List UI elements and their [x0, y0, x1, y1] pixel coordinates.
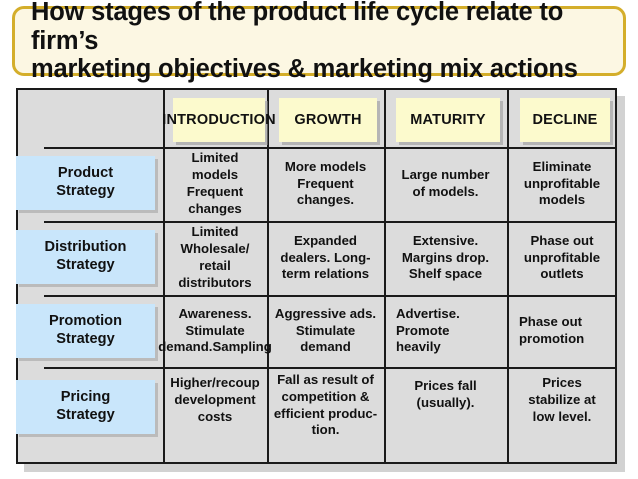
product-life-cycle-matrix: INTRODUCTION GROWTH MATURITY DECLINE Pro… — [16, 88, 617, 464]
row-label-line-2: Strategy — [56, 331, 115, 347]
column-rule-3 — [384, 90, 386, 462]
column-rule-1 — [163, 90, 165, 462]
row-rule-1 — [44, 221, 615, 223]
row-label-pricing-strategy-text: Pricing Strategy — [56, 389, 114, 425]
stage-header-introduction[interactable]: INTRODUCTION — [162, 98, 276, 142]
cell-pricing-maturity: Prices fall(usually). — [386, 369, 505, 449]
row-label-line-2: Strategy — [56, 257, 115, 273]
row-label-promotion-strategy-text: Promotion Strategy — [49, 313, 122, 349]
stage-header-growth-label: GROWTH — [294, 112, 362, 128]
cell-distribution-maturity: Extensive.Margins drop.Shelf space — [386, 223, 505, 293]
row-rule-2 — [44, 295, 615, 297]
slide-title-banner: How stages of the product life cycle rel… — [12, 0, 626, 83]
row-label-distribution-strategy[interactable]: Distribution Strategy — [16, 230, 155, 284]
row-label-line-1: Product — [57, 165, 114, 182]
row-label-line-1: Pricing — [60, 389, 111, 406]
page-title: How stages of the product life cycle rel… — [31, 0, 611, 84]
row-label-line-1: Promotion — [49, 313, 122, 330]
stage-header-maturity[interactable]: MATURITY — [396, 98, 500, 142]
row-label-promotion-strategy[interactable]: Promotion Strategy — [16, 304, 155, 358]
row-label-line-2: Strategy — [56, 407, 115, 423]
stage-header-growth[interactable]: GROWTH — [279, 98, 377, 142]
row-label-distribution-strategy-text: Distribution Strategy — [45, 239, 127, 275]
cell-distribution-maturity-text: Extensive.Margins drop.Shelf space — [401, 232, 490, 282]
column-rule-4 — [507, 90, 509, 462]
stage-header-introduction-label: INTRODUCTION — [162, 112, 276, 128]
row-rule-header — [44, 147, 615, 149]
stage-header-decline-label: DECLINE — [532, 112, 598, 128]
stage-header-decline[interactable]: DECLINE — [520, 98, 610, 142]
page-title-line-2: marketing objectives & marketing mix act… — [31, 55, 578, 84]
column-rule-2 — [267, 90, 269, 462]
row-label-product-strategy[interactable]: Product Strategy — [16, 156, 155, 210]
row-rule-3 — [44, 367, 615, 369]
row-label-line-2: Strategy — [56, 183, 115, 199]
row-label-product-strategy-text: Product Strategy — [56, 165, 114, 201]
cell-pricing-maturity-text: Prices fall(usually). — [414, 378, 477, 410]
row-label-pricing-strategy[interactable]: Pricing Strategy — [16, 380, 155, 434]
page-title-line-1: How stages of the product life cycle rel… — [31, 0, 564, 55]
row-label-line-1: Distribution — [44, 239, 127, 256]
stage-header-maturity-label: MATURITY — [410, 112, 486, 128]
